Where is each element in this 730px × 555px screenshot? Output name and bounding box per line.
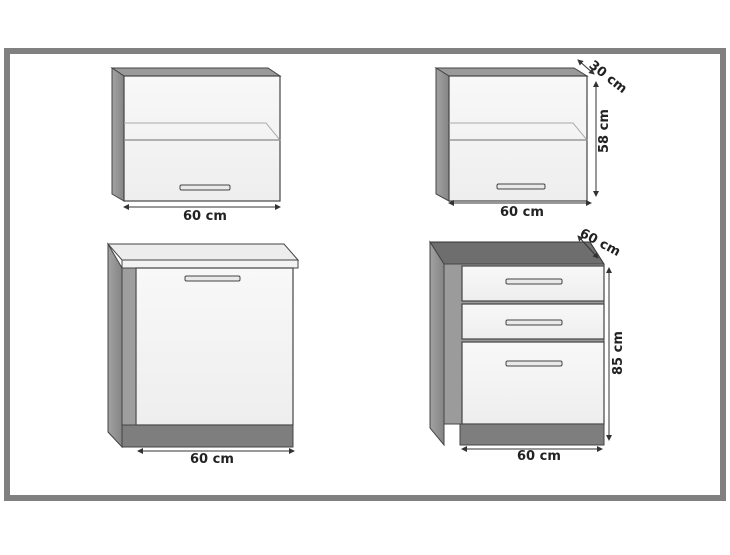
unit1-width-label: 60 cm: [183, 209, 227, 224]
base-cabinet-door: [106, 242, 300, 454]
upper-cabinet-right: [434, 59, 599, 206]
worktop-edge: [121, 259, 299, 269]
cabinet-top: [429, 241, 605, 265]
depth-dimension-line: [577, 59, 595, 75]
plinth: [121, 424, 294, 448]
flap-handle: [496, 183, 546, 190]
drawer-handle-1: [505, 278, 563, 285]
cabinet-top: [110, 67, 282, 77]
depth-dimension-line: [577, 235, 599, 259]
unit2-height-label: 58 cm: [597, 109, 612, 153]
cabinet-side: [107, 242, 123, 449]
cabinet-front: [123, 75, 281, 202]
drawer-front-3: [461, 341, 605, 425]
door-front: [135, 267, 294, 426]
worktop: [106, 243, 300, 261]
drawer-handle-2: [505, 319, 563, 326]
unit4-width-label: 60 cm: [517, 449, 561, 464]
plinth: [459, 423, 605, 446]
drawer-front-2: [461, 303, 605, 340]
base-cabinet-drawers: [429, 235, 612, 452]
cabinet-side: [111, 67, 125, 202]
upper-cabinet-left: [110, 67, 282, 210]
unit3-width-label: 60 cm: [190, 452, 234, 467]
unit2-width-label: 60 cm: [500, 205, 544, 220]
cabinet-front: [448, 75, 588, 202]
cabinet-side: [429, 240, 445, 447]
cabinet-top: [434, 67, 589, 77]
unit4-height-label: 85 cm: [611, 331, 626, 375]
door-handle: [184, 275, 241, 282]
flap-handle: [179, 184, 231, 191]
carcass-side-inner: [121, 267, 137, 426]
cabinet-side: [435, 67, 450, 202]
drawer-handle-3: [505, 360, 563, 367]
